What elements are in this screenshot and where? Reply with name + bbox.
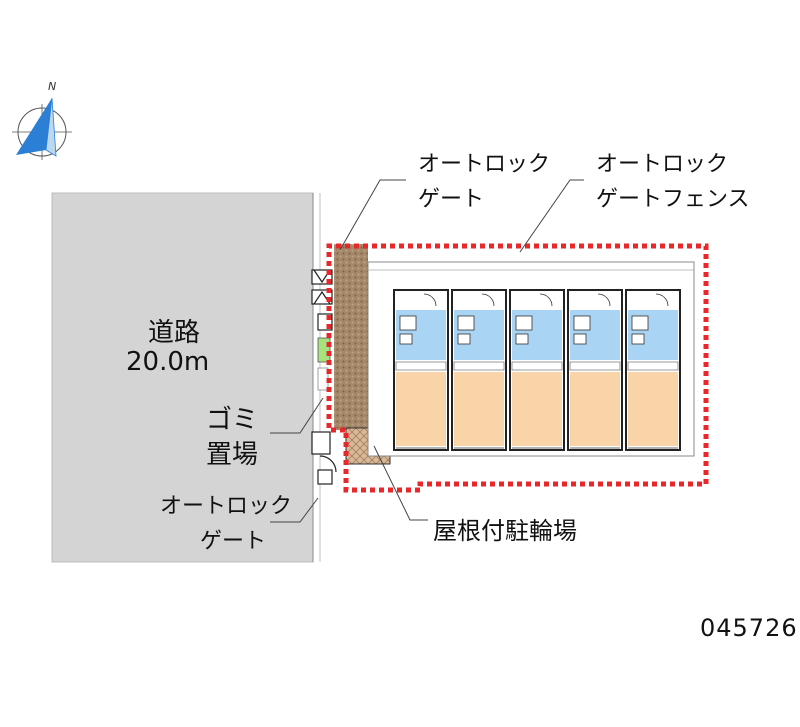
apartment-units <box>393 289 681 451</box>
autolock-fence-label-line1: オートロック <box>596 152 729 177</box>
bicycle-parking-label: 屋根付駐輪場 <box>433 517 577 545</box>
autolock-gate-label-line2: ゲート <box>418 187 485 212</box>
road-label: 道路 <box>148 318 201 348</box>
unit-3 <box>509 289 565 451</box>
road-width-label: 20.0m <box>126 347 210 377</box>
compass-north-label: N <box>48 80 57 93</box>
property-boundary <box>326 243 709 493</box>
autolock-fence-label-line2: ゲートフェンス <box>596 187 750 212</box>
unit-4 <box>567 289 623 451</box>
image-code: 045726 <box>700 614 798 642</box>
garbage-area <box>317 337 331 363</box>
unit-2 <box>451 289 507 451</box>
road-area <box>51 192 314 563</box>
garbage-label-line2: 置場 <box>206 440 259 470</box>
unit-5 <box>625 289 681 451</box>
unit-1 <box>393 289 449 451</box>
leader-lines <box>270 179 584 523</box>
autolock-gate-label-line1: オートロック <box>418 152 551 177</box>
garbage-label-line1: ゴミ <box>206 405 259 435</box>
autolock-gate-left-label-line2: ゲート <box>200 529 267 554</box>
autolock-gate-left-label-line1: オートロック <box>160 494 293 519</box>
compass-icon <box>12 97 72 160</box>
